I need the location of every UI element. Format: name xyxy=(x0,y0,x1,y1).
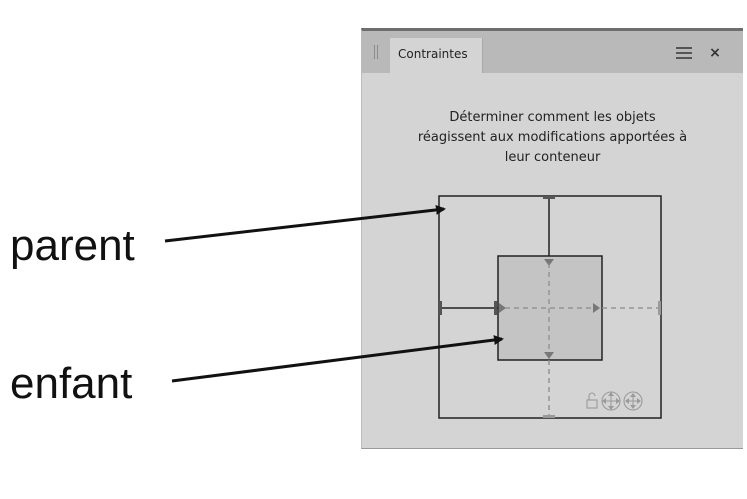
parent-arrow xyxy=(164,204,446,243)
move-icon[interactable] xyxy=(623,391,643,411)
close-icon[interactable]: × xyxy=(709,45,721,61)
grip-icon[interactable] xyxy=(374,45,380,59)
parent-annotation-label: parent xyxy=(10,221,135,270)
description-line: réagissent aux modifications apportées à xyxy=(417,130,688,145)
right-constraint[interactable] xyxy=(593,301,661,315)
top-constraint[interactable] xyxy=(543,196,555,266)
height-resize-guide[interactable] xyxy=(544,263,554,359)
description-line: Déterminer comment les objets xyxy=(449,110,656,125)
tab-contraintes[interactable]: Contraintes xyxy=(390,38,483,73)
menu-icon[interactable] xyxy=(676,47,692,59)
constraints-panel: Contraintes × Déterminer comment les obj… xyxy=(361,28,743,449)
bottom-constraint[interactable] xyxy=(543,360,555,418)
child-annotation-label: enfant xyxy=(10,359,133,408)
panel-header: Contraintes × xyxy=(362,31,743,73)
scale-proportional-icon[interactable] xyxy=(601,391,621,411)
left-constraint[interactable] xyxy=(439,301,506,315)
description-line: leur conteneur xyxy=(504,150,601,165)
panel-description: Déterminer comment les objets réagissent… xyxy=(362,108,743,168)
lock-icon[interactable] xyxy=(586,392,598,409)
child-arrow xyxy=(171,335,504,383)
